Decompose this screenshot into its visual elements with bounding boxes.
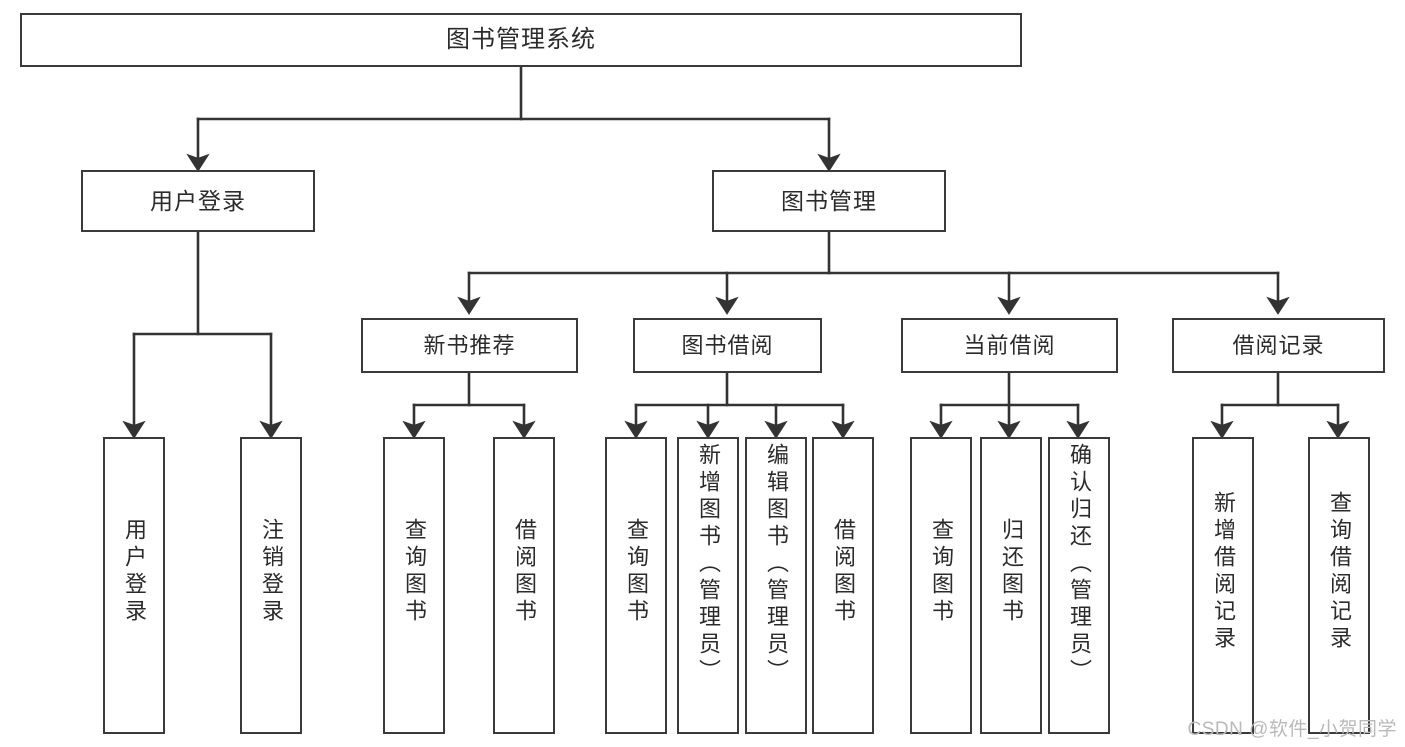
- node-leaf-confirm-return-admin[interactable]: 确认归还（管理员）: [1048, 437, 1110, 734]
- node-leaf-add-borrow-record[interactable]: 新增借阅记录: [1192, 437, 1254, 734]
- node-label: 借阅记录: [1232, 332, 1325, 358]
- node-label: 用户登录: [150, 187, 246, 214]
- node-leaf-borrow-book[interactable]: 借阅图书: [812, 437, 874, 734]
- node-label: 图书管理: [781, 187, 877, 214]
- node-leaf-user-login[interactable]: 用户登录: [103, 437, 165, 734]
- node-leaf-add-book-admin[interactable]: 新增图书（管理员）: [677, 437, 739, 734]
- node-leaf-query-book-borrow[interactable]: 查询图书: [605, 437, 667, 734]
- node-root-book-management-system[interactable]: 图书管理系统: [20, 13, 1022, 67]
- node-label: 确认归还（管理员）: [1067, 443, 1092, 686]
- node-label: 注销登录: [259, 517, 284, 626]
- node-label: 借阅图书: [831, 517, 856, 626]
- node-leaf-logout[interactable]: 注销登录: [240, 437, 302, 734]
- node-label: 用户登录: [122, 517, 147, 626]
- node-leaf-query-borrow-record[interactable]: 查询借阅记录: [1308, 437, 1370, 734]
- node-leaf-edit-book-admin[interactable]: 编辑图书（管理员）: [745, 437, 807, 734]
- node-label: 查询图书: [929, 517, 954, 626]
- node-leaf-borrow-book-recommend[interactable]: 借阅图书: [493, 437, 555, 734]
- node-current-borrow[interactable]: 当前借阅: [901, 318, 1118, 373]
- node-label: 当前借阅: [963, 332, 1056, 358]
- node-label: 查询图书: [624, 517, 649, 626]
- node-label: 借阅图书: [512, 517, 537, 626]
- node-label: 查询借阅记录: [1327, 490, 1352, 653]
- node-book-management[interactable]: 图书管理: [712, 170, 946, 232]
- node-leaf-return-book[interactable]: 归还图书: [980, 437, 1042, 734]
- node-borrow-record[interactable]: 借阅记录: [1172, 318, 1385, 373]
- node-user-login[interactable]: 用户登录: [81, 170, 315, 232]
- node-label: 新增图书（管理员）: [696, 443, 721, 686]
- node-label: 图书管理系统: [446, 26, 596, 54]
- node-label: 新书推荐: [423, 332, 516, 358]
- node-label: 编辑图书（管理员）: [764, 443, 789, 686]
- node-book-borrow[interactable]: 图书借阅: [633, 318, 822, 373]
- node-leaf-query-book-recommend[interactable]: 查询图书: [383, 437, 445, 734]
- node-label: 查询图书: [402, 517, 427, 626]
- node-label: 图书借阅: [681, 332, 774, 358]
- node-label: 新增借阅记录: [1211, 490, 1236, 653]
- node-new-book-recommend[interactable]: 新书推荐: [361, 318, 578, 373]
- csdn-watermark: CSDN @软件_小贺同学: [1187, 719, 1397, 740]
- node-label: 归还图书: [999, 517, 1024, 626]
- node-leaf-query-book-current[interactable]: 查询图书: [910, 437, 972, 734]
